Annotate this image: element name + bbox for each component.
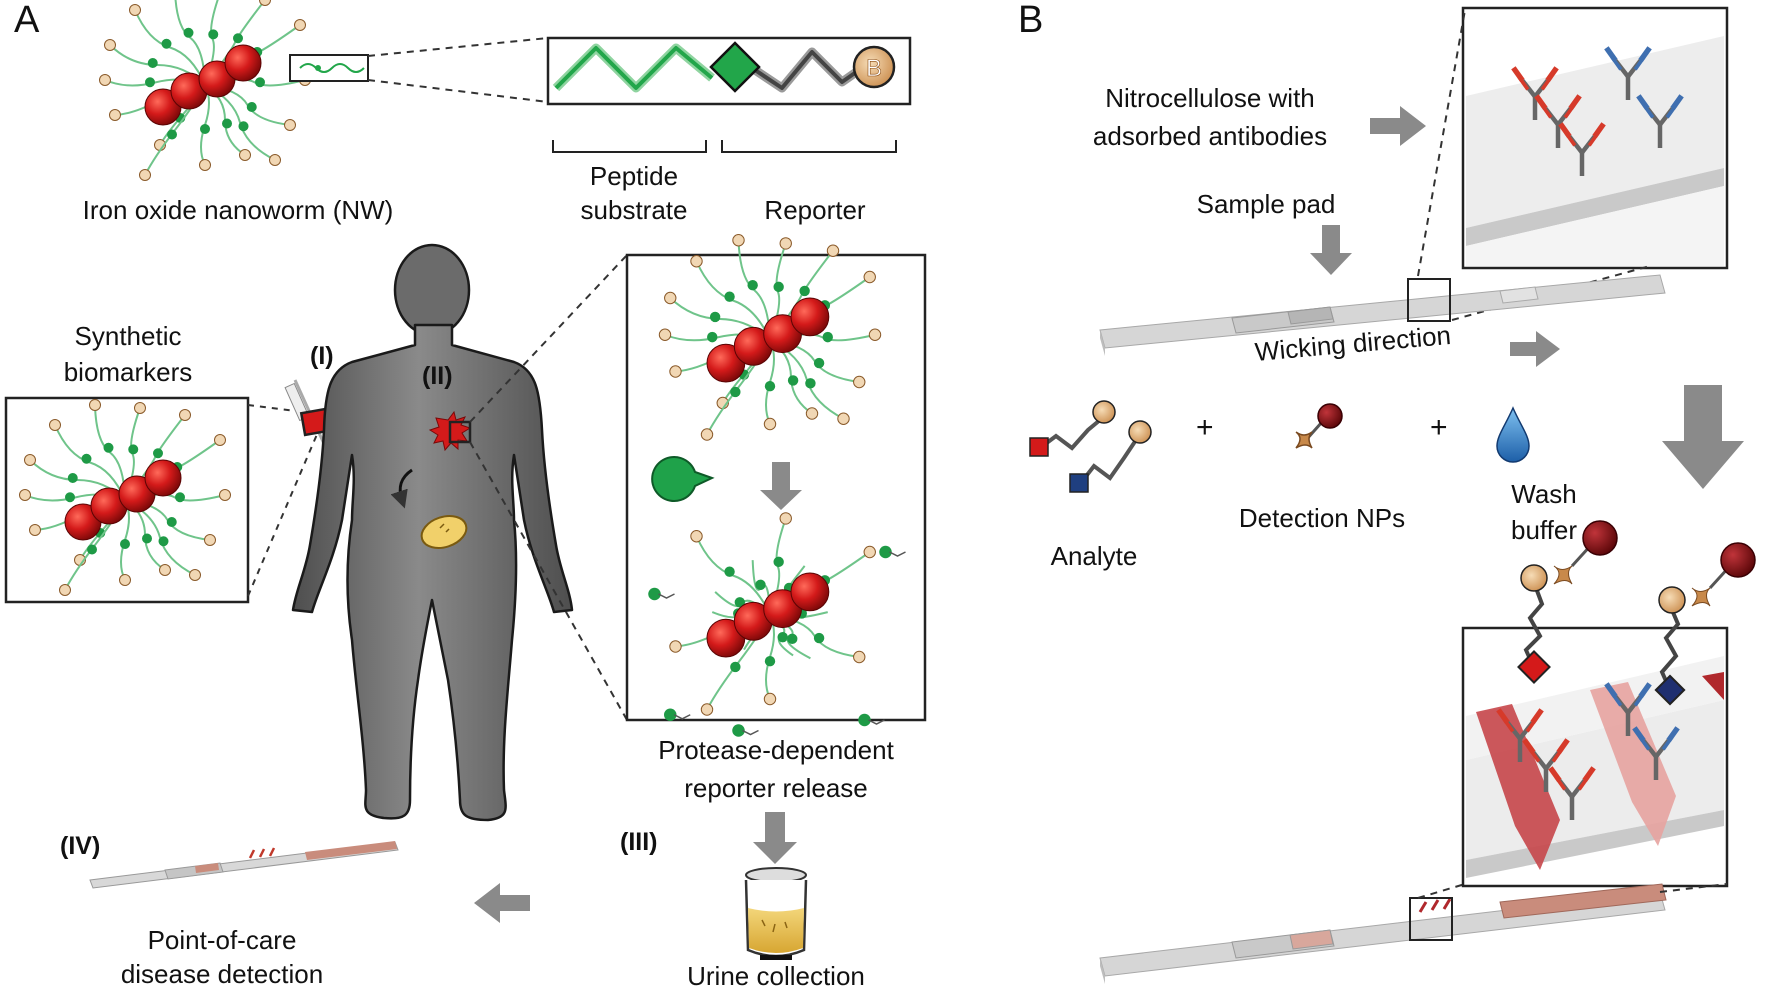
antibody-icon	[1511, 66, 1559, 120]
reporter-bracket	[721, 140, 897, 153]
iron-oxide-core	[790, 572, 830, 612]
antibody-icon	[1632, 726, 1680, 780]
zoom-line	[367, 79, 549, 103]
right-arrow-icon	[1510, 331, 1560, 367]
urine-cup-icon	[744, 867, 808, 960]
lateral-flow-strip-bottom	[1099, 883, 1667, 984]
antibody-icon	[1534, 94, 1582, 148]
wash-caption-line2: buffer	[1510, 515, 1578, 545]
panel-label-a: A	[14, 0, 40, 41]
urine-caption: Urine collection	[687, 961, 865, 991]
left-arrow-icon	[474, 883, 530, 923]
disease-site-icon	[428, 410, 472, 452]
plus-sign: +	[1430, 411, 1448, 444]
peptide-arm	[174, 0, 206, 86]
iron-oxide-core	[790, 297, 830, 337]
peptide-arm	[732, 234, 771, 341]
antibody-icon	[1604, 46, 1652, 100]
panel-label-b: B	[1018, 0, 1044, 41]
kidney-icon	[420, 515, 468, 549]
peptide-bracket	[552, 140, 707, 153]
reporter-badge	[852, 45, 896, 89]
step-label-iv: (IV)	[60, 832, 101, 860]
reporter-caption: Reporter	[764, 195, 866, 225]
peptide-arm	[129, 4, 206, 86]
synthetic-caption-line2: biomarkers	[63, 357, 193, 387]
plus-sign: +	[1196, 411, 1214, 444]
antibody-icon	[1496, 708, 1544, 762]
iron-oxide-core	[144, 459, 182, 497]
detection-np-icon	[1295, 403, 1343, 449]
nanoworm-intact	[658, 234, 882, 441]
peptide-arm	[690, 255, 771, 341]
analyte-caption: Analyte	[1050, 541, 1138, 571]
peptide-arm	[124, 499, 216, 546]
peptide-arm	[49, 419, 126, 501]
big-down-arrow-icon	[1662, 385, 1744, 489]
nanoworm-top	[99, 0, 311, 181]
synthetic-caption-line1: Synthetic	[74, 321, 182, 351]
cleavage-site-diamond	[709, 41, 761, 93]
lateral-flow-strip-top	[1099, 274, 1666, 356]
down-arrow-icon	[1310, 225, 1352, 275]
poc-caption-line1: Point-of-care	[147, 925, 297, 955]
peptide-arm	[763, 339, 777, 431]
sample-pad-caption: Sample pad	[1196, 189, 1336, 219]
antibody-icon	[1548, 766, 1596, 820]
released-reporter	[732, 724, 759, 737]
wash-buffer-drop-icon	[1496, 406, 1530, 463]
peptide-arm	[763, 614, 777, 706]
peptide-arm	[89, 399, 126, 501]
released-reporter	[648, 587, 675, 601]
wash-caption-line1: Wash	[1511, 479, 1577, 509]
antibody-icon	[1604, 682, 1652, 736]
reporter-badge-letter: B	[866, 55, 882, 82]
peptide-reporter-box	[546, 36, 912, 106]
peptide-caption-line2: substrate	[580, 195, 688, 225]
peptide-caption-line1: Peptide	[589, 161, 679, 191]
protease-icon	[651, 456, 715, 502]
peptide-arm	[690, 530, 771, 616]
nanoworm-inset	[19, 399, 231, 596]
zoom-line	[367, 37, 549, 57]
nitrocellulose-caption-line1: Nitrocellulose with	[1105, 83, 1315, 113]
human-body-icon	[291, 243, 574, 822]
antibody-icon	[1522, 738, 1570, 792]
antibody-icon	[1636, 94, 1684, 148]
bound-complex-2	[1654, 542, 1756, 706]
nitrocellulose-caption-line2: adsorbed antibodies	[1092, 121, 1328, 151]
nanoworm-cleaved	[648, 512, 906, 737]
poc-caption-line2: disease detection	[120, 959, 324, 989]
down-arrow-icon	[753, 812, 797, 864]
protease-caption-line1: Protease-dependent	[658, 735, 894, 765]
detection-np-caption: Detection NPs	[1238, 503, 1406, 533]
step-label-i: (I)	[310, 342, 334, 370]
nitrocellulose-inset	[1461, 6, 1729, 270]
right-arrow-icon	[1370, 106, 1426, 146]
detection-inset	[1461, 626, 1729, 888]
down-arrow-icon	[760, 462, 802, 510]
iron-oxide-core	[224, 44, 262, 82]
antibody-icon	[1558, 122, 1606, 176]
released-reporter	[879, 545, 906, 559]
analyte-icon	[1029, 400, 1152, 493]
zoom-box-peptide	[289, 54, 369, 82]
released-reporter	[858, 713, 885, 727]
protease-caption-line2: reporter release	[684, 773, 868, 803]
bound-complex-1	[1517, 520, 1618, 684]
step-label-ii: (II)	[422, 362, 453, 390]
nanoworm-caption: Iron oxide nanoworm (NW)	[82, 195, 394, 225]
released-reporter	[664, 708, 691, 721]
step-label-iii: (III)	[620, 828, 658, 856]
lateral-flow-strip-small	[89, 841, 399, 889]
